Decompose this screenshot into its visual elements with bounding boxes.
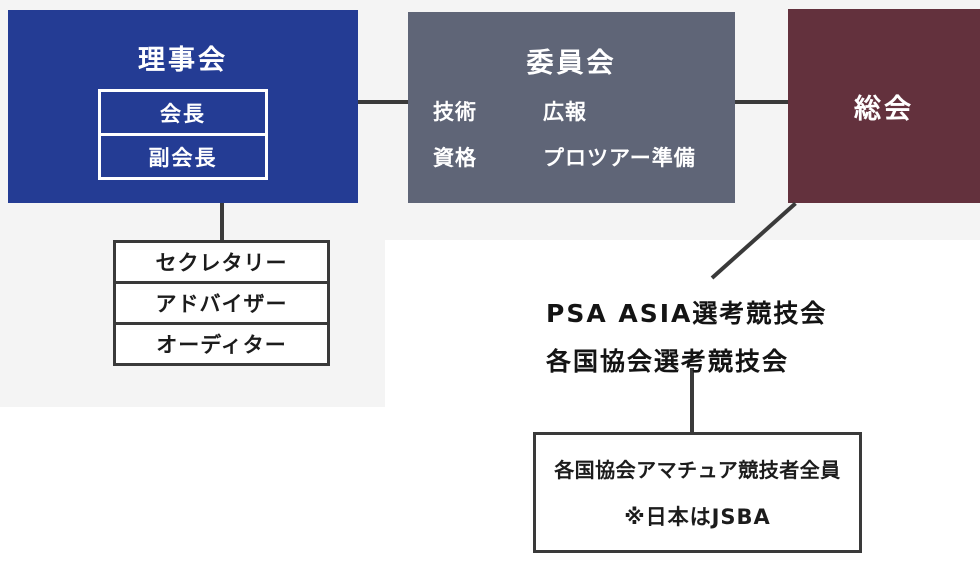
selection-competition-text: PSA ASIA選考競技会 各国協会選考競技会 (546, 290, 827, 386)
connector-board-officers (220, 203, 224, 241)
japan-jsba-note: ※日本はJSBA (624, 505, 771, 529)
board-member-president: 会長 (98, 89, 268, 136)
selection-line-psa-asia: PSA ASIA選考競技会 (546, 299, 828, 328)
assembly-box: 総会 (788, 9, 980, 203)
connector-committee-assembly (735, 100, 788, 104)
board-box: 理事会 会長 副会長 (8, 10, 358, 203)
officer-list: セクレタリー アドバイザー オーディター (113, 240, 330, 366)
amateur-competitors-box: 各国協会アマチュア競技者全員 ※日本はJSBA (533, 432, 862, 553)
committee-title: 委員会 (526, 48, 617, 79)
assembly-title: 総会 (854, 93, 914, 125)
connector-board-committee (358, 100, 408, 104)
committee-item-technology: 技術 (433, 100, 477, 124)
selection-line-national-associations: 各国協会選考競技会 (546, 347, 790, 376)
officer-secretary: セクレタリー (113, 240, 330, 284)
amateur-competitors-text: 各国協会アマチュア競技者全員 (554, 458, 841, 482)
committee-item-qualification: 資格 (433, 146, 477, 170)
committee-item-pro-tour-preparation: プロツアー準備 (543, 146, 696, 170)
committee-item-grid: 技術 広報 資格 プロツアー準備 (408, 80, 735, 172)
board-title: 理事会 (138, 45, 228, 76)
board-member-vice-president: 副会長 (98, 133, 268, 180)
board-member-list: 会長 副会長 (98, 89, 268, 180)
committee-item-public-relations: 広報 (543, 100, 587, 124)
officer-auditor: オーディター (113, 322, 330, 366)
officer-advisor: アドバイザー (113, 281, 330, 325)
connector-selection-amateur (690, 368, 694, 433)
committee-box: 委員会 技術 広報 資格 プロツアー準備 (408, 12, 735, 203)
